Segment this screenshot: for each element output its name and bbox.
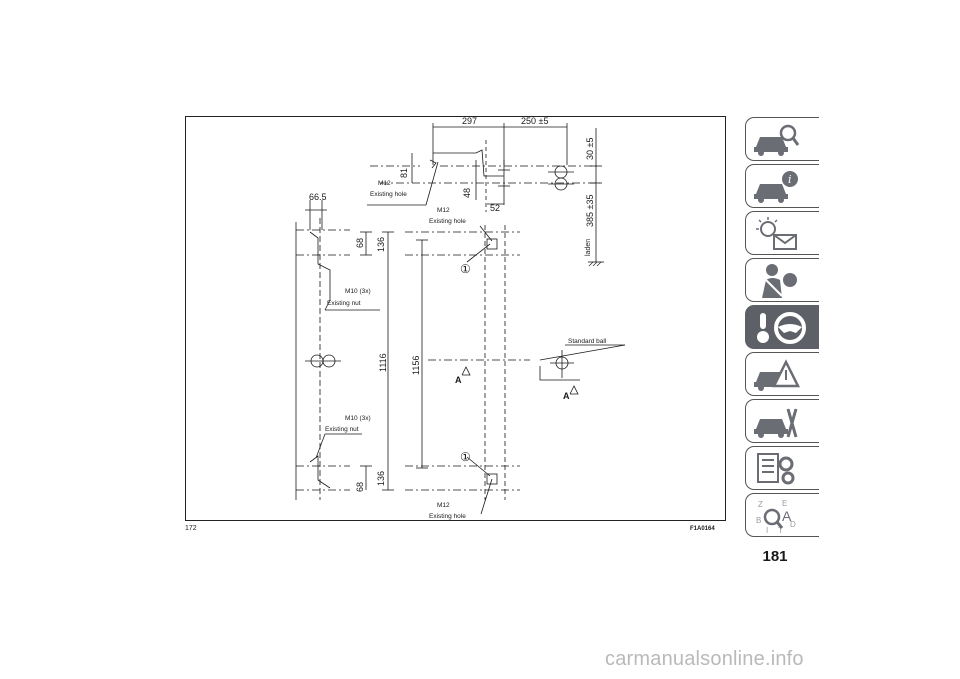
key-steering-wheel-icon <box>757 312 806 344</box>
dim-250: 250 ±5 <box>521 116 548 126</box>
m10-bottom-label: M10 (3x) <box>345 415 371 422</box>
dim-48: 48 <box>462 188 472 198</box>
tab-seatbelt-airbag[interactable] <box>745 258 819 302</box>
dim-30: 30 ±5 <box>585 138 595 160</box>
data-gears-icon <box>757 453 795 485</box>
existing-nut-bottom-label: Existing nut <box>325 426 359 433</box>
tab-car-info[interactable]: i <box>745 164 819 208</box>
svg-text:Z: Z <box>758 500 763 509</box>
page-number: 181 <box>762 548 788 565</box>
standard-ball-label: Standard ball <box>568 338 607 345</box>
dim-68-bottom: 68 <box>355 482 365 492</box>
seatbelt-airbag-icon <box>762 264 797 298</box>
svg-text:A: A <box>782 508 792 524</box>
light-message-icon <box>756 217 797 250</box>
m12-bottom-label: M12 <box>437 502 450 509</box>
car-warning-icon <box>754 359 800 391</box>
callout-1-bottom: ① <box>460 450 471 464</box>
dim-52: 52 <box>490 203 500 213</box>
svg-text:B: B <box>756 516 761 525</box>
existing-nut-top-label: Existing nut <box>327 300 361 307</box>
tab-car-search[interactable] <box>745 117 819 161</box>
dim-136-bottom: 136 <box>376 471 386 486</box>
tab-data-gears[interactable] <box>745 446 819 490</box>
m12-mid-label: M12 <box>437 207 450 214</box>
figure-number: 172 <box>185 525 197 532</box>
m10-top-label: M10 (3x) <box>345 288 371 295</box>
existing-hole-bottom-label: Existing hole <box>429 513 466 520</box>
dim-68-top: 68 <box>355 238 365 248</box>
dim-1116: 1116 <box>378 353 388 372</box>
watermark: carmanualsonline.info <box>605 648 804 670</box>
dim-66-5: 66.5 <box>309 192 327 202</box>
tab-key-steering-wheel[interactable] <box>745 305 819 349</box>
section-a-right: A <box>563 391 570 401</box>
existing-hole-mid-label: Existing hole <box>429 218 466 225</box>
existing-hole-top-label: Existing hole <box>370 191 407 198</box>
svg-text:I: I <box>766 526 768 535</box>
section-a-left: A <box>455 375 462 385</box>
callout-1-top: ① <box>460 262 471 276</box>
figure-frame <box>185 116 726 521</box>
car-search-icon <box>754 124 800 156</box>
svg-text:E: E <box>782 499 787 508</box>
svg-text:i: i <box>788 173 792 186</box>
svg-text:T: T <box>778 526 783 535</box>
dim-1156: 1156 <box>411 356 421 375</box>
dim-136-top: 136 <box>376 237 386 252</box>
laden-label: laden <box>585 239 592 256</box>
m12-top-label: M12 <box>378 180 391 187</box>
car-info-icon: i <box>754 171 798 203</box>
dim-297: 297 <box>462 116 477 126</box>
car-tools-icon <box>754 408 798 438</box>
tab-car-tools[interactable] <box>745 399 819 443</box>
dim-81: 81 <box>399 168 409 178</box>
dim-385: 385 ±35 <box>585 195 595 227</box>
svg-text:D: D <box>790 520 796 529</box>
figure-code: F1A0164 <box>690 526 715 532</box>
alphabet-index-icon: Z E B I DT A <box>756 499 796 535</box>
tab-light-message[interactable] <box>745 211 819 255</box>
tab-car-warning[interactable] <box>745 352 819 396</box>
